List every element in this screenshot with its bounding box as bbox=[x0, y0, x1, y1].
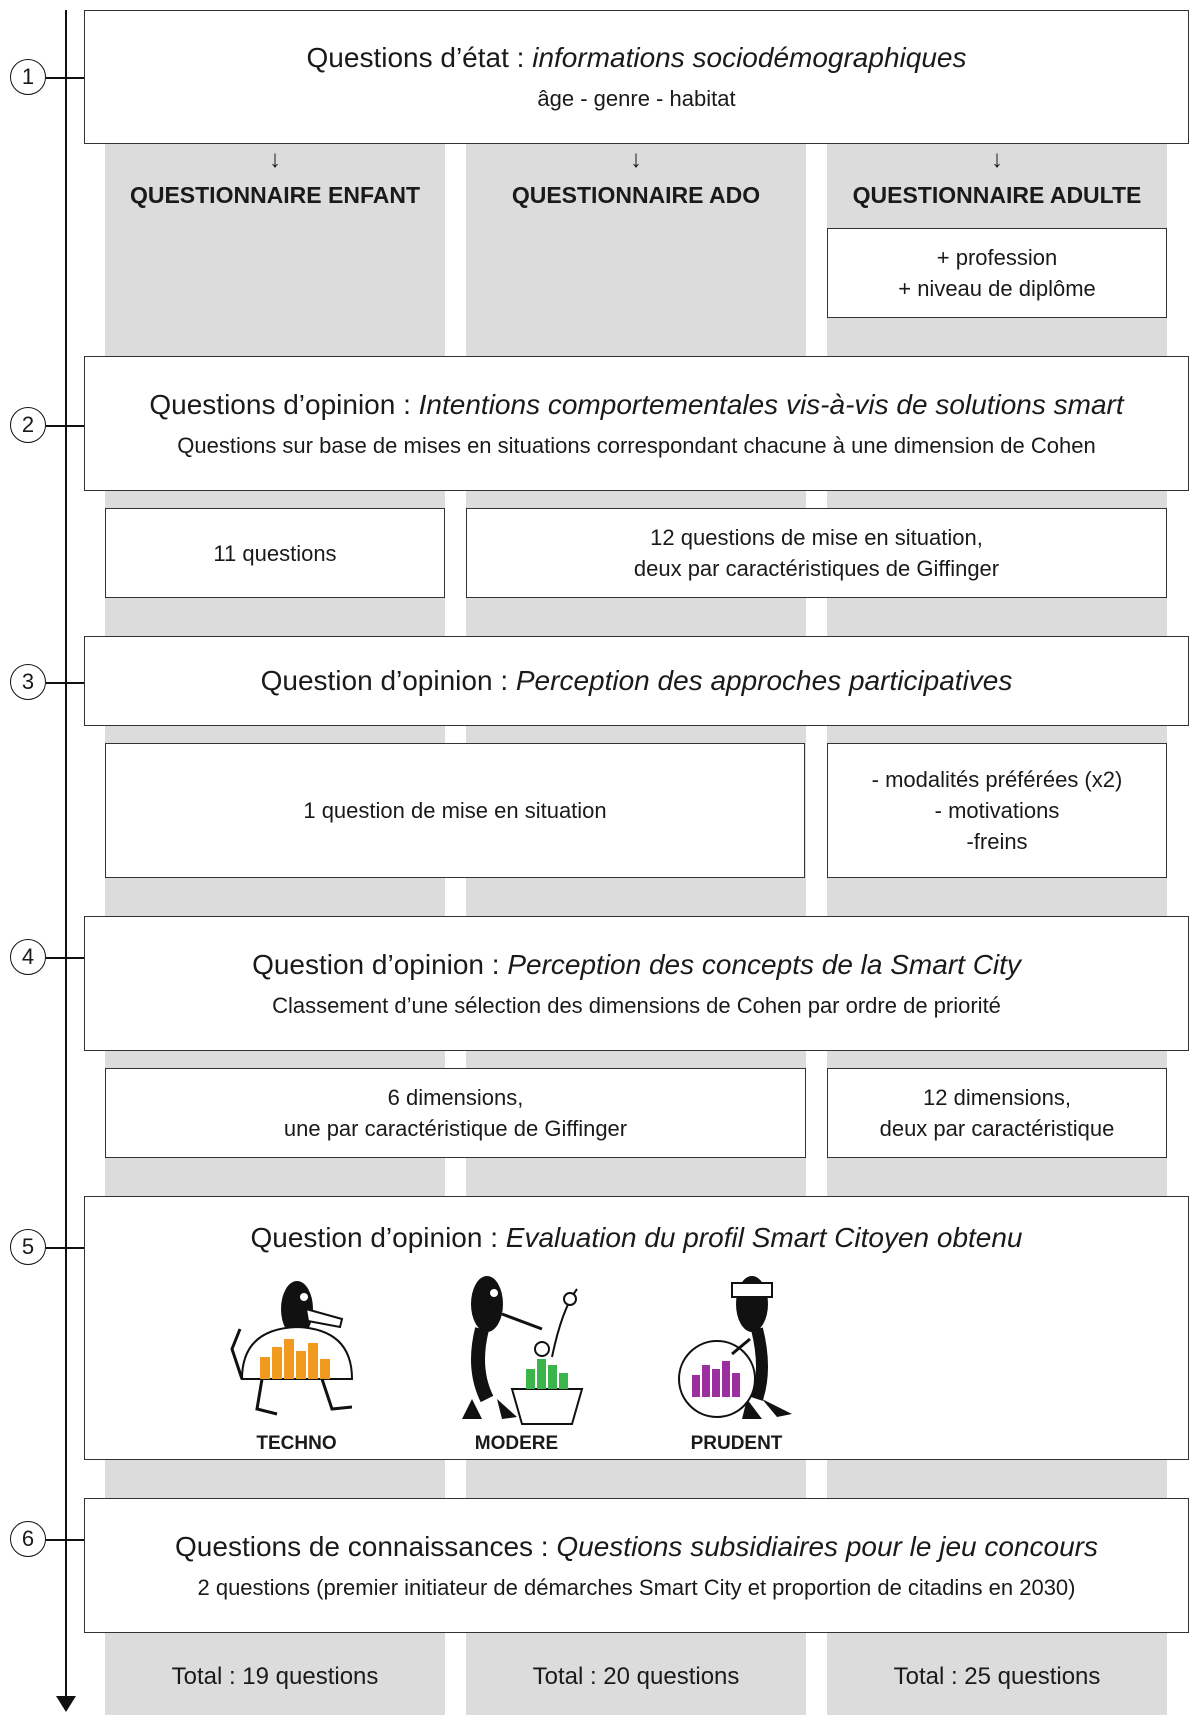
techno-bar bbox=[307, 1343, 318, 1379]
adult-extra-box: + profession + niveau de diplôme bbox=[827, 228, 1167, 318]
section-5-title: Question d’opinion : Evaluation du profi… bbox=[250, 1221, 1022, 1255]
timeline-tick bbox=[46, 682, 84, 684]
s4-enfant-ado-line: 6 dimensions, bbox=[387, 1085, 524, 1110]
modere-bar bbox=[547, 1365, 557, 1389]
prudent-bar bbox=[701, 1365, 710, 1397]
section-6-subtitle: 2 questions (premier initiateur de démar… bbox=[197, 1574, 1076, 1600]
section-4-box: Question d’opinion : Perception des conc… bbox=[84, 916, 1189, 1051]
profile-illustrations: TECHNO MODERE bbox=[212, 1269, 822, 1455]
arrow-down-icon: ↓ bbox=[269, 146, 281, 173]
section-4-subtitle: Classement d’une sélection des dimension… bbox=[272, 992, 1001, 1018]
s2-ado-adulte-line: deux par caractéristiques de Giffinger bbox=[633, 556, 1000, 581]
section-2-title-plain: Questions d’opinion : bbox=[149, 388, 419, 420]
timeline-arrow-icon bbox=[56, 1696, 76, 1712]
section-3-box: Question d’opinion : Perception des appr… bbox=[84, 636, 1189, 726]
s2-enfant-text: 11 questions bbox=[213, 540, 337, 566]
s2-ado-adulte-box: 12 questions de mise en situation, deux … bbox=[466, 508, 1167, 598]
modere-bar bbox=[525, 1369, 535, 1389]
column-header-enfant: QUESTIONNAIRE ENFANT bbox=[129, 182, 421, 208]
timeline-tick bbox=[46, 1247, 84, 1249]
techno-bar bbox=[319, 1359, 330, 1379]
section-6-title: Questions de connaissances : Questions s… bbox=[175, 1530, 1098, 1564]
section-1-box: Questions d’état : informations sociodém… bbox=[84, 10, 1189, 144]
section-6-title-italic: Questions subsidiaires pour le jeu conco… bbox=[556, 1530, 1098, 1562]
section-2-title-italic: Intentions comportementales vis-à-vis de… bbox=[418, 388, 1124, 420]
section-4-title-plain: Question d’opinion : bbox=[252, 948, 508, 980]
s4-enfant-ado-box: 6 dimensions, une par caractéristique de… bbox=[105, 1068, 806, 1158]
profile-label: MODERE bbox=[474, 1433, 559, 1454]
s3-adulte-line: - motivations bbox=[934, 798, 1060, 823]
arrow-down-icon: ↓ bbox=[991, 146, 1003, 173]
column-header-adulte: QUESTIONNAIRE ADULTE bbox=[852, 182, 1142, 208]
section-2-subtitle: Questions sur base de mises en situation… bbox=[177, 432, 1096, 458]
adult-extra-line: + niveau de diplôme bbox=[898, 276, 1096, 301]
profile-label: TECHNO bbox=[256, 1433, 337, 1454]
section-1-title-italic: informations sociodémographiques bbox=[532, 42, 967, 73]
adult-extra-line: + profession bbox=[936, 245, 1058, 270]
step-number-1: 1 bbox=[10, 59, 46, 95]
prudent-bar bbox=[691, 1375, 700, 1397]
s4-adulte-box: 12 dimensions, deux par caractéristique bbox=[827, 1068, 1167, 1158]
section-2-box: Questions d’opinion : Intentions comport… bbox=[84, 356, 1189, 491]
timeline-tick bbox=[46, 77, 84, 79]
total-enfant: Total : 19 questions bbox=[171, 1663, 379, 1690]
s3-adulte-box: - modalités préférées (x2) - motivations… bbox=[827, 743, 1167, 878]
prudent-character-icon bbox=[677, 1276, 792, 1419]
section-3-title-plain: Question d’opinion : bbox=[260, 665, 516, 696]
modere-bar bbox=[536, 1359, 546, 1389]
techno-character-icon bbox=[229, 1281, 353, 1416]
arrow-down-icon: ↓ bbox=[630, 146, 642, 173]
section-4-title-italic: Perception des concepts de la Smart City bbox=[507, 948, 1021, 980]
section-1-title-plain: Questions d’état : bbox=[306, 42, 533, 73]
timeline-axis bbox=[65, 10, 67, 1700]
section-5-title-italic: Evaluation du profil Smart Citoyen obten… bbox=[505, 1222, 1023, 1253]
s4-adulte-line: deux par caractéristique bbox=[879, 1116, 1115, 1141]
s2-ado-adulte-line: 12 questions de mise en situation, bbox=[650, 525, 983, 550]
profile-techno: TECHNO bbox=[212, 1269, 382, 1455]
section-6-box: Questions de connaissances : Questions s… bbox=[84, 1498, 1189, 1633]
modere-character-icon bbox=[461, 1276, 583, 1425]
prudent-bar bbox=[731, 1373, 740, 1397]
step-number-4: 4 bbox=[10, 939, 46, 975]
profile-label: PRUDENT bbox=[690, 1433, 783, 1454]
techno-bar bbox=[259, 1357, 270, 1379]
section-5-title-plain: Question d’opinion : bbox=[250, 1222, 506, 1253]
section-6-title-plain: Questions de connaissances : bbox=[175, 1530, 557, 1562]
profile-prudent: PRUDENT bbox=[652, 1269, 822, 1455]
section-1-subtitle: âge - genre - habitat bbox=[537, 86, 736, 111]
s2-enfant-box: 11 questions bbox=[105, 508, 445, 598]
timeline-tick bbox=[46, 1539, 84, 1541]
prudent-bar bbox=[711, 1369, 720, 1397]
modere-bar bbox=[558, 1373, 568, 1389]
techno-bar bbox=[283, 1339, 294, 1379]
prudent-bar bbox=[721, 1361, 730, 1397]
section-3-title-italic: Perception des approches participatives bbox=[515, 665, 1013, 696]
techno-bar bbox=[295, 1351, 306, 1379]
profile-modere: MODERE bbox=[432, 1269, 602, 1455]
timeline-tick bbox=[46, 425, 84, 427]
timeline-tick bbox=[46, 957, 84, 959]
total-ado: Total : 20 questions bbox=[532, 1663, 740, 1690]
step-number-3: 3 bbox=[10, 664, 46, 700]
s4-enfant-ado-line: une par caractéristique de Giffinger bbox=[283, 1116, 628, 1141]
s3-adulte-line: -freins bbox=[966, 829, 1028, 854]
techno-bar bbox=[271, 1347, 282, 1379]
total-adulte: Total : 25 questions bbox=[893, 1663, 1101, 1690]
step-number-6: 6 bbox=[10, 1521, 46, 1557]
s4-adulte-line: 12 dimensions, bbox=[923, 1085, 1071, 1110]
section-1-title: Questions d’état : informations sociodém… bbox=[307, 41, 967, 75]
section-2-title: Questions d’opinion : Intentions comport… bbox=[149, 388, 1123, 422]
section-5-box: Question d’opinion : Evaluation du profi… bbox=[84, 1196, 1189, 1460]
step-number-2: 2 bbox=[10, 407, 46, 443]
column-header-ado: QUESTIONNAIRE ADO bbox=[511, 182, 761, 208]
step-number-5: 5 bbox=[10, 1229, 46, 1265]
s3-enfant-ado-box: 1 question de mise en situation bbox=[105, 743, 805, 878]
section-3-title: Question d’opinion : Perception des appr… bbox=[261, 664, 1013, 698]
s3-adulte-line: - modalités préférées (x2) bbox=[871, 767, 1123, 792]
s3-enfant-ado-text: 1 question de mise en situation bbox=[303, 798, 607, 823]
section-4-title: Question d’opinion : Perception des conc… bbox=[252, 948, 1021, 982]
